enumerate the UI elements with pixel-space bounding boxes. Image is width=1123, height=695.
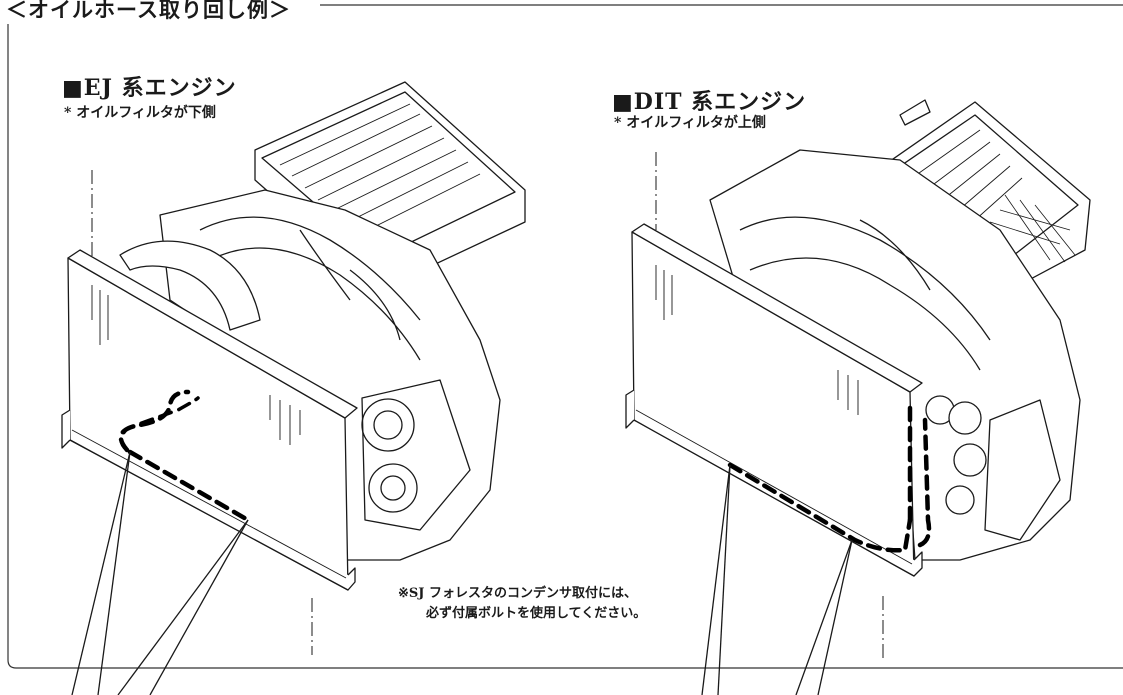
ej-engine-illustration xyxy=(61,81,526,655)
dit-engine-title: ■DIT 系エンジン xyxy=(612,89,807,115)
dit-engine-note: * オイルフィルタが上側 xyxy=(614,115,766,131)
dit-leader-lines xyxy=(701,464,853,695)
ej-engine-note: * オイルフィルタが下側 xyxy=(64,105,216,121)
dit-engine-illustration xyxy=(625,99,1091,660)
ej-leader-lines xyxy=(71,451,249,695)
frame-border xyxy=(7,12,1123,669)
dit-oil-hose-route xyxy=(727,405,932,553)
ej-engine-title: ■EJ 系エンジン xyxy=(62,75,237,101)
frame-title: ＜オイルホース取り回し例＞ xyxy=(6,0,297,24)
notice-line-2: 必ず付属ボルトを使用してください。 xyxy=(426,606,647,621)
ej-oil-hose-route xyxy=(118,389,251,523)
notice-line-1: ※SJ フォレスタのコンデンサ取付には、 xyxy=(398,586,637,601)
notice-text: ※SJ フォレスタのコンデンサ取付には、 必ず付属ボルトを使用してください。 xyxy=(398,584,646,624)
